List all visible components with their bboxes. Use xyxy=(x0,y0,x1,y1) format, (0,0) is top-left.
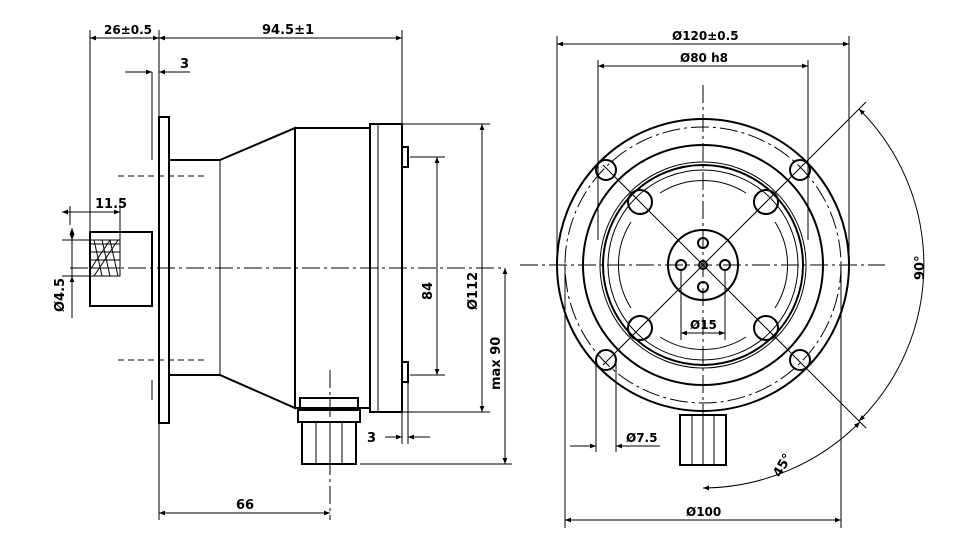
label-90deg: 90° xyxy=(913,255,928,280)
front-bolt-hole-tl xyxy=(595,159,617,181)
side-rear-cover xyxy=(369,123,403,413)
side-pin-bottom xyxy=(401,361,409,383)
front-cable-gland xyxy=(679,414,727,466)
front-bolt-hole-br xyxy=(789,349,811,371)
label-d120: Ø120±0.5 xyxy=(672,29,739,43)
label-3-bottom: 3 xyxy=(367,431,376,446)
label-11-5: 11.5 xyxy=(95,197,127,212)
label-d80: Ø80 h8 xyxy=(680,51,728,65)
side-shaft-knurl xyxy=(89,239,120,277)
side-pin-top xyxy=(401,146,409,168)
label-d4-5: Ø4.5 xyxy=(53,278,68,312)
label-max90: max 90 xyxy=(489,337,504,390)
front-windows xyxy=(618,180,788,350)
label-66: 66 xyxy=(236,498,254,513)
front-bolt-hole-bl xyxy=(595,349,617,371)
side-flange xyxy=(158,116,170,424)
front-hub xyxy=(667,229,739,301)
label-d100: Ø100 xyxy=(686,505,721,519)
side-view: 26±0.5 94.5±1 3 11.5 Ø4.5 84 Ø112 max 90… xyxy=(53,23,512,520)
front-body-ring xyxy=(582,144,824,386)
side-shaft xyxy=(89,231,153,307)
label-d7-5: Ø7.5 xyxy=(626,431,657,445)
label-3-top: 3 xyxy=(180,57,189,72)
label-45deg: 45° xyxy=(770,451,795,480)
label-94-5: 94.5±1 xyxy=(262,23,314,38)
label-d15: Ø15 xyxy=(690,318,717,332)
label-26: 26±0.5 xyxy=(104,23,152,37)
front-bolt-hole-tr xyxy=(789,159,811,181)
front-angle-45-arc xyxy=(702,421,861,491)
label-d112: Ø112 xyxy=(466,272,481,310)
side-cable-gland xyxy=(297,397,361,465)
front-angle-90-arc xyxy=(858,108,925,422)
label-84: 84 xyxy=(421,282,436,300)
front-view: Ø120±0.5 Ø80 h8 Ø15 Ø7.5 Ø100 90° 45° xyxy=(520,29,928,528)
